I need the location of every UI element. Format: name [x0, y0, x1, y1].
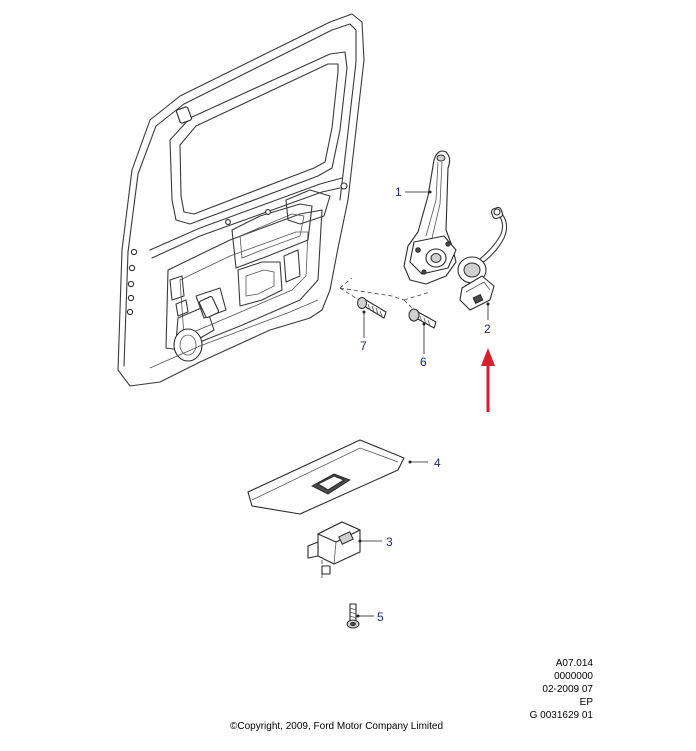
callout-1: 1	[395, 185, 402, 199]
window-regulator-part-1	[403, 150, 457, 285]
reference-line: EP	[579, 697, 593, 708]
reference-line: G 0031629 01	[529, 710, 593, 721]
callout-2: 2	[484, 322, 491, 336]
screw-part-5	[346, 603, 360, 629]
rear-door-panel	[117, 13, 365, 387]
bolt-part-6	[403, 291, 437, 329]
reference-line: 02-2009 07	[542, 684, 593, 695]
reference-line: 0000000	[554, 671, 593, 682]
red-arrow-indicator	[481, 348, 495, 412]
window-motor-part-2	[457, 206, 508, 311]
reference-block: A07.014 0000000 02-2009 07 EP G 0031629 …	[530, 657, 593, 722]
copyright-notice: ©Copyright, 2009, Ford Motor Company Lim…	[230, 721, 444, 732]
callout-5: 5	[377, 610, 384, 624]
reference-line: A07.014	[555, 658, 593, 669]
bolt-part-7	[339, 277, 405, 319]
callout-leaders	[356, 190, 490, 618]
callout-7: 7	[360, 339, 367, 353]
callout-3: 3	[386, 535, 393, 549]
window-switch-part-3	[307, 521, 361, 580]
callout-6: 6	[420, 355, 427, 369]
callout-4: 4	[434, 456, 441, 470]
switch-bezel-part-4	[247, 439, 405, 515]
